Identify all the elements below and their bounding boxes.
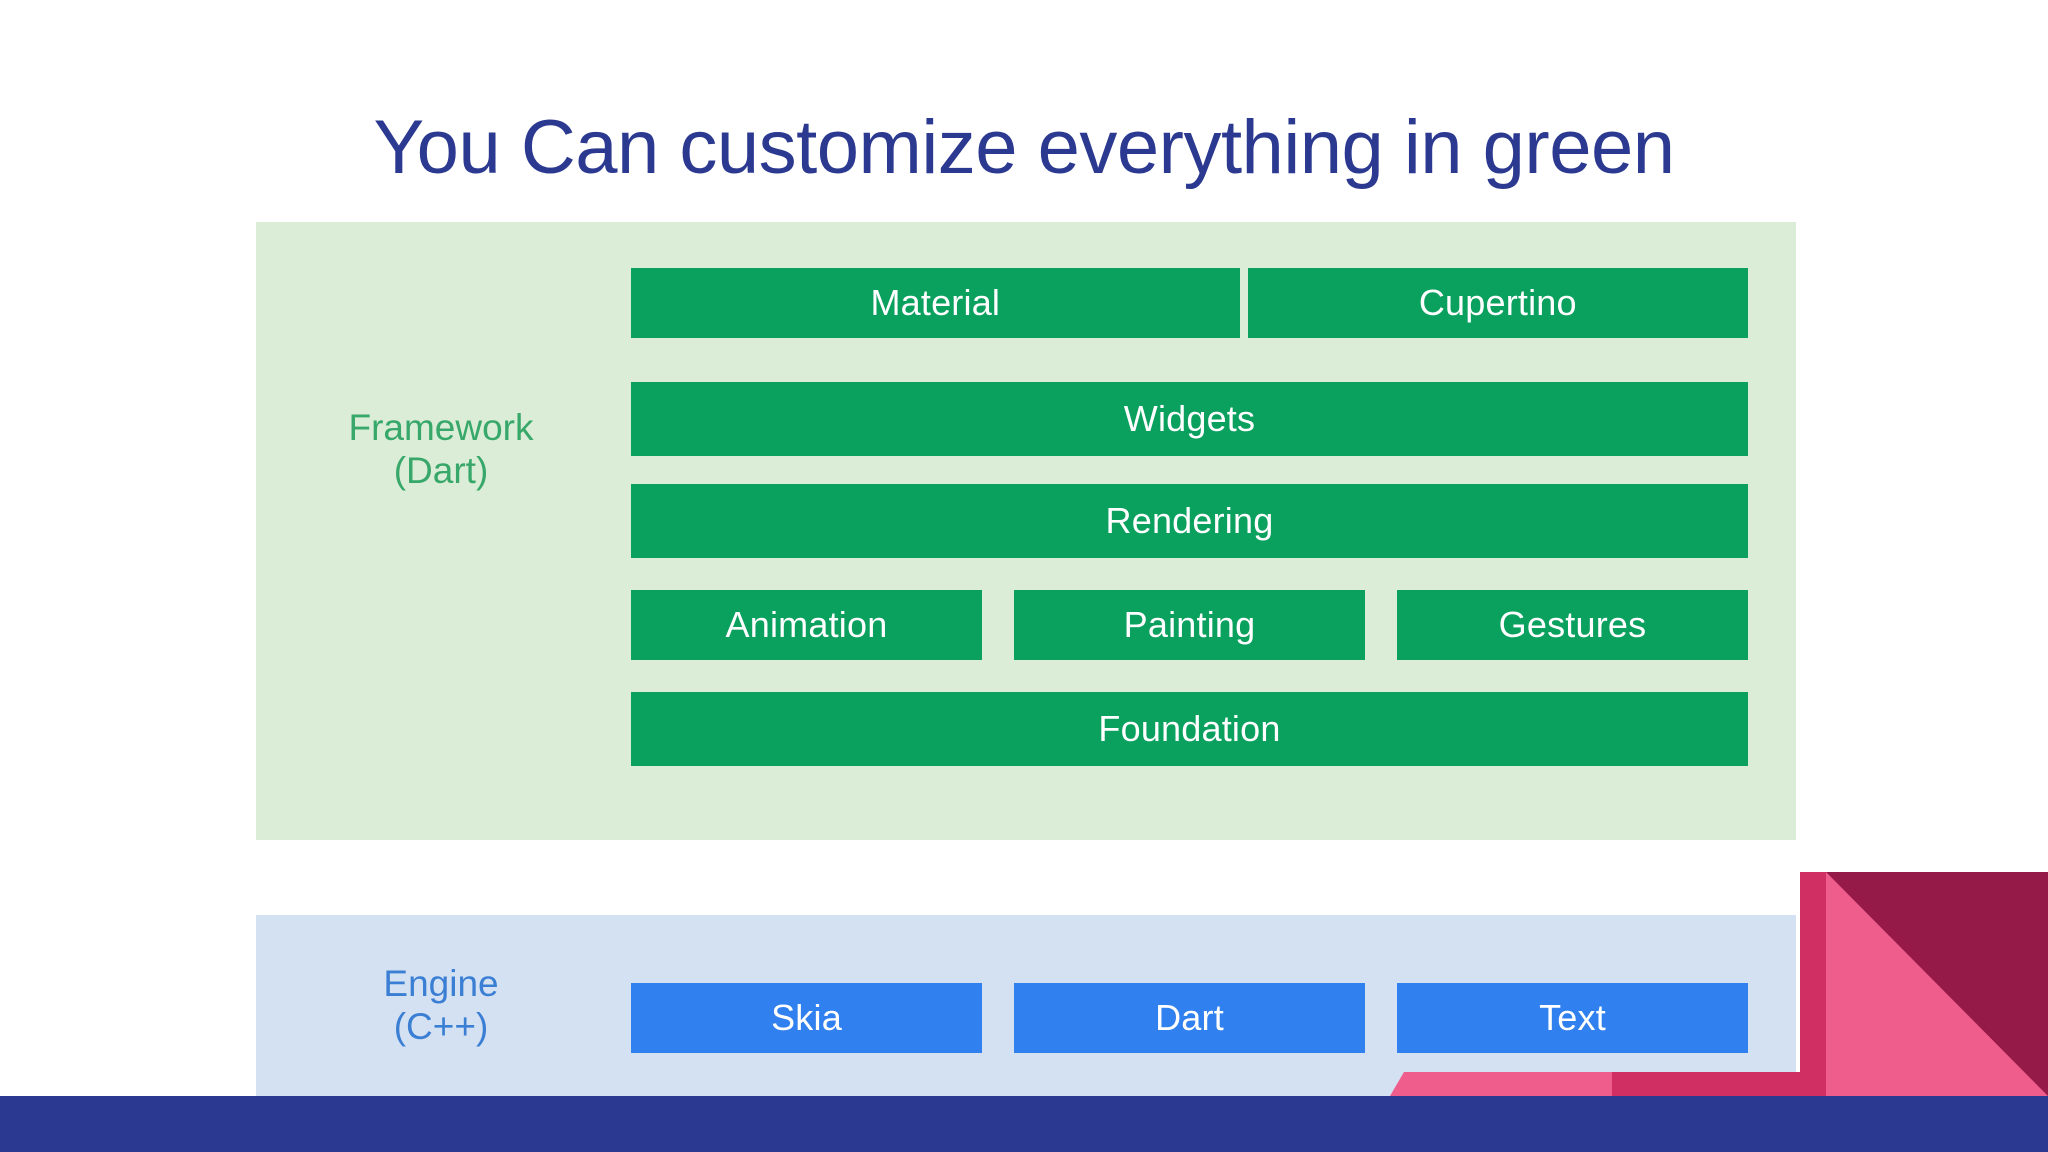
framework-layer-label: Framework (Dart) <box>256 407 626 493</box>
decorative-band-crimson <box>1612 1072 1826 1096</box>
framework-row-platform: Material Cupertino <box>631 268 1796 338</box>
box-material[interactable]: Material <box>631 268 1240 338</box>
box-dart[interactable]: Dart <box>1014 983 1365 1053</box>
box-painting[interactable]: Painting <box>1014 590 1365 660</box>
box-skia[interactable]: Skia <box>631 983 982 1053</box>
engine-layer-panel: Engine (C++) Skia Dart Text <box>256 915 1796 1102</box>
box-gap <box>982 983 1014 1053</box>
engine-row: Skia Dart Text <box>631 983 1796 1053</box>
box-rendering[interactable]: Rendering <box>631 484 1748 558</box>
box-gestures[interactable]: Gestures <box>1397 590 1748 660</box>
footer-bar <box>0 1096 2048 1152</box>
box-gap <box>1365 590 1397 660</box>
box-foundation[interactable]: Foundation <box>631 692 1748 766</box>
engine-layer-label: Engine (C++) <box>256 963 626 1049</box>
architecture-diagram: Framework (Dart) Material Cupertino Widg… <box>256 222 1796 1102</box>
engine-label-line1: Engine <box>383 963 499 1004</box>
box-gap <box>982 590 1014 660</box>
framework-row-rendering: Rendering <box>631 484 1796 558</box>
framework-row-widgets: Widgets <box>631 382 1796 456</box>
framework-label-line1: Framework <box>348 407 534 448</box>
engine-label-line2: (C++) <box>393 1005 489 1047</box>
box-gap <box>1365 983 1397 1053</box>
framework-row-middle: Animation Painting Gestures <box>631 590 1796 660</box>
decorative-band-pink <box>1390 1072 1612 1096</box>
box-cupertino[interactable]: Cupertino <box>1247 268 1748 338</box>
box-gap <box>1240 268 1248 338</box>
framework-layer-panel: Framework (Dart) Material Cupertino Widg… <box>256 222 1796 840</box>
decorative-corner-shapes <box>1800 872 2048 1096</box>
box-widgets[interactable]: Widgets <box>631 382 1748 456</box>
framework-label-line2: (Dart) <box>393 449 489 491</box>
decorative-crimson-strip <box>1800 872 1826 1096</box>
page-title: You Can customize everything in green <box>373 105 1675 190</box>
box-text[interactable]: Text <box>1397 983 1748 1053</box>
box-animation[interactable]: Animation <box>631 590 982 660</box>
framework-row-foundation: Foundation <box>631 692 1796 766</box>
